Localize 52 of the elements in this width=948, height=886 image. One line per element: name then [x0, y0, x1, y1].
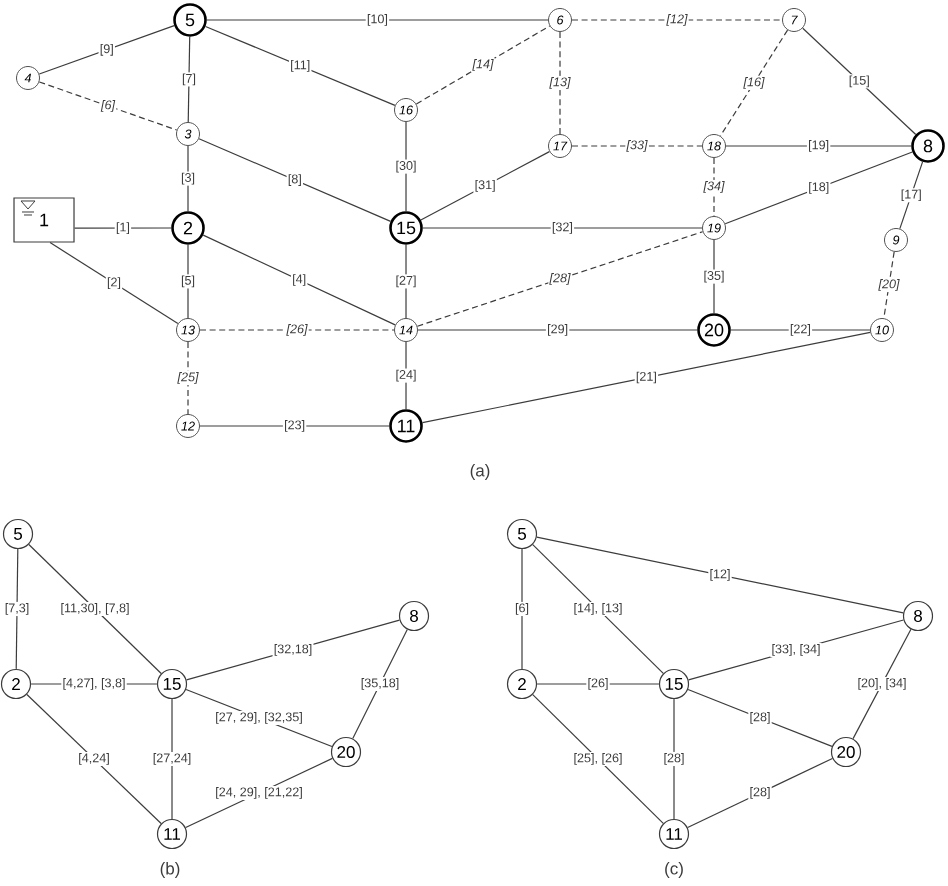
- connector-line: [536, 683, 660, 685]
- reservoir-box: 1: [13, 197, 75, 243]
- dashed-connector-line: [559, 31, 561, 135]
- connector-line: [521, 548, 523, 670]
- connector-line: [421, 331, 871, 424]
- connector-line: [802, 27, 917, 136]
- connector-line: [26, 693, 162, 825]
- connector-line: [405, 121, 407, 212]
- dashed-connector-line: [38, 81, 178, 131]
- connector-line: [532, 544, 664, 674]
- connector-line: [187, 145, 189, 212]
- dashed-connector-line: [571, 145, 703, 147]
- connector-line: [852, 628, 912, 740]
- connector-line: [724, 151, 913, 225]
- connector-line: [28, 543, 162, 675]
- dashed-connector-line: [883, 251, 895, 319]
- dashed-connector-line: [415, 25, 551, 105]
- connector-line: [536, 536, 904, 614]
- connector-line: [187, 36, 191, 123]
- connector-line: [199, 425, 390, 427]
- dashed-connector-line: [187, 341, 189, 415]
- connector-line: [725, 145, 912, 147]
- connector-line: [204, 25, 396, 106]
- connector-line: [202, 234, 396, 326]
- dashed-connector-line: [713, 157, 715, 217]
- connector-line: [405, 244, 407, 319]
- connector-line: [198, 138, 392, 222]
- dashed-connector-line: [199, 329, 395, 331]
- connector-line: [713, 239, 715, 314]
- connector-line: [420, 151, 550, 221]
- dashed-connector-line: [571, 19, 783, 21]
- connector-line: [171, 698, 173, 820]
- connector-line: [49, 242, 179, 325]
- connector-line: [187, 244, 189, 319]
- dashed-connector-line: [719, 29, 789, 137]
- dashed-connector-line: [416, 231, 704, 327]
- connector-line: [417, 329, 698, 331]
- connector-line: [422, 227, 703, 229]
- panel-label: (a): [470, 464, 490, 480]
- connector-line: [673, 698, 675, 820]
- connector-line: [185, 619, 401, 681]
- connector-line: [38, 25, 175, 75]
- connector-line: [532, 694, 664, 824]
- connector-line: [74, 227, 172, 229]
- connector-line: [687, 757, 833, 829]
- connector-line: [352, 628, 408, 740]
- connector-line: [687, 688, 833, 748]
- connector-line: [730, 329, 871, 331]
- connector-line: [206, 19, 549, 21]
- connector-line: [15, 548, 19, 670]
- connector-line: [899, 161, 924, 230]
- connector-line: [405, 341, 407, 410]
